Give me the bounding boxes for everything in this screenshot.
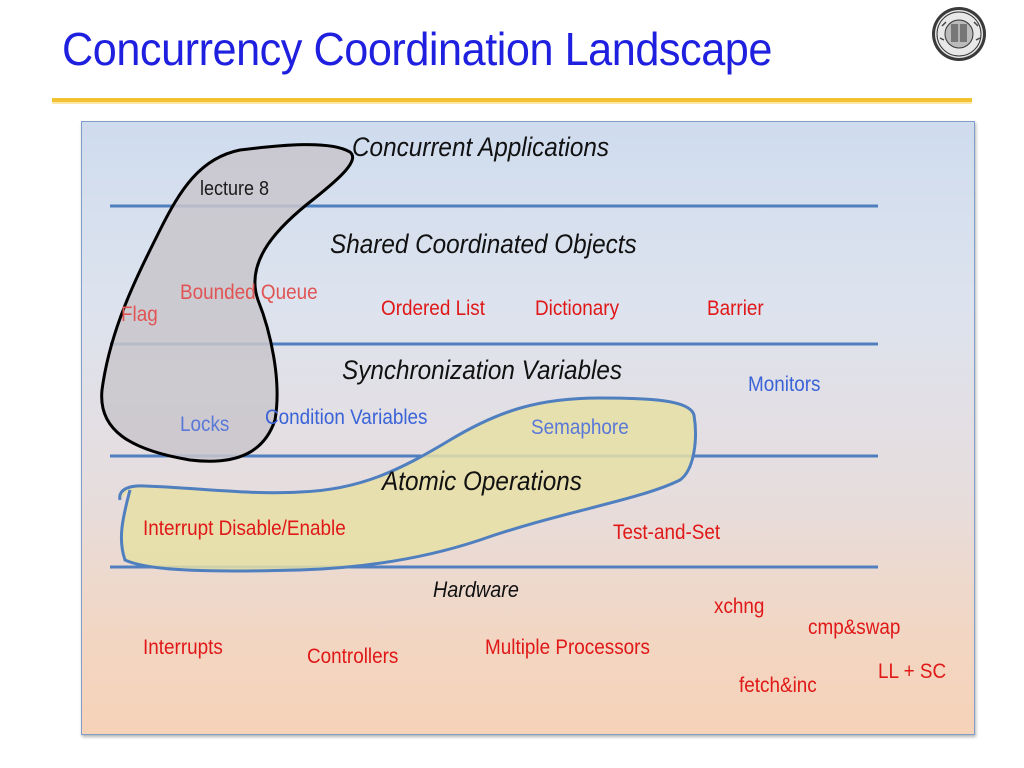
layer-heading-hardware: Hardware — [433, 577, 519, 602]
lecture-annotation: lecture 8 — [200, 178, 270, 200]
item-test-and-set: Test-and-Set — [613, 521, 721, 544]
title-divider — [52, 98, 972, 102]
slide-title: Concurrency Coordination Landscape — [62, 23, 772, 75]
item-cmp-swap: cmp&swap — [808, 616, 901, 639]
layer-heading-objects: Shared Coordinated Objects — [330, 229, 637, 259]
item-dictionary: Dictionary — [535, 297, 620, 320]
layer-heading-applications: Concurrent Applications — [352, 132, 610, 162]
item-interrupts: Interrupts — [143, 636, 223, 659]
item-monitors: Monitors — [748, 373, 821, 396]
layer-heading-sync-variables: Synchronization Variables — [342, 355, 623, 385]
university-seal-icon — [932, 7, 986, 61]
title-divider-shadow — [52, 102, 972, 104]
layer-heading-atomic: Atomic Operations — [382, 466, 582, 496]
item-barrier: Barrier — [707, 297, 764, 320]
item-bounded-queue: Bounded Queue — [180, 281, 318, 304]
item-interrupt-disable-enable: Interrupt Disable/Enable — [143, 517, 346, 540]
item-fetch-inc: fetch&inc — [739, 674, 817, 697]
item-condition-variables: Condition Variables — [265, 406, 428, 429]
item-flag: Flag — [121, 303, 158, 326]
item-locks: Locks — [180, 413, 230, 436]
item-xchng: xchng — [714, 595, 765, 618]
item-multiple-processors: Multiple Processors — [485, 636, 650, 659]
item-semaphore: Semaphore — [531, 416, 629, 439]
item-ordered-list: Ordered List — [381, 297, 486, 320]
item-controllers: Controllers — [307, 645, 399, 668]
item-ll-sc: LL + SC — [878, 660, 947, 683]
